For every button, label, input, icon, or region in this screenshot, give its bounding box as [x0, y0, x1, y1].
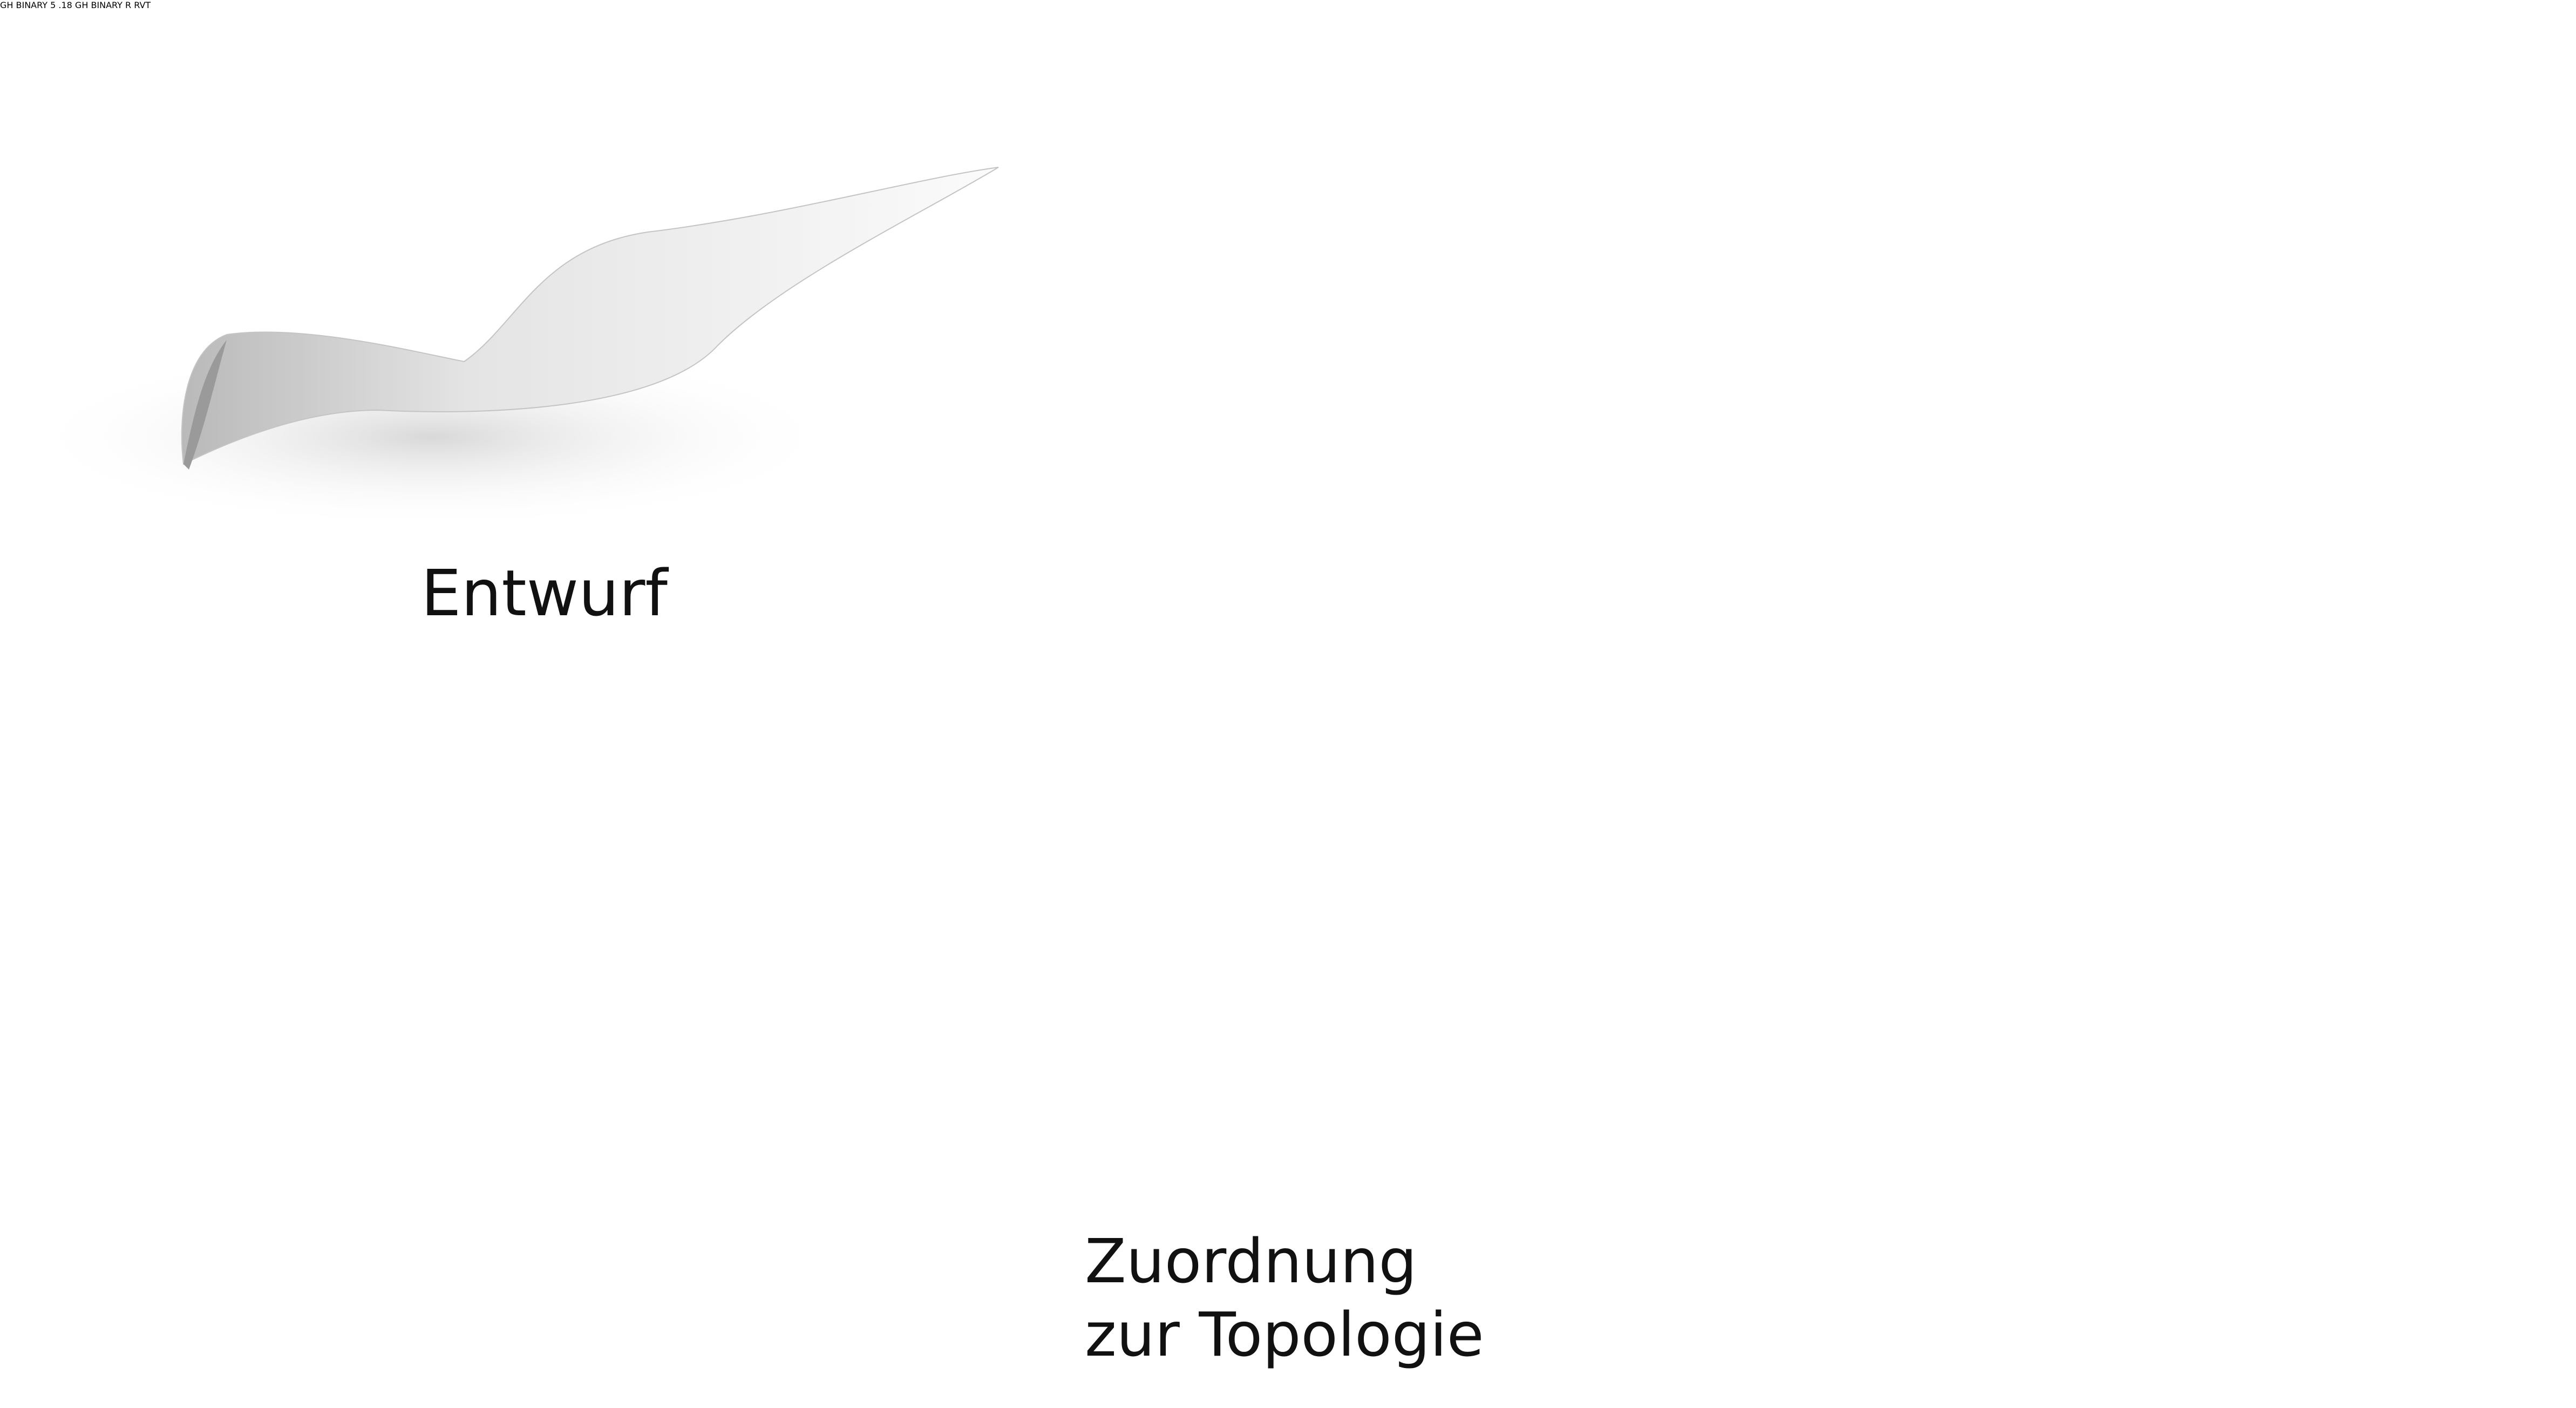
revit-file-icon: R RVT: [125, 0, 151, 10]
rfem-app-icon: 5 .18: [50, 0, 75, 10]
gh-file-caption: GH BINARY: [0, 0, 47, 10]
grasshopper-file-icon: GH BINARY: [75, 0, 125, 10]
rfem-version-minor: .18: [58, 0, 72, 10]
design-surface-model: [22, 167, 999, 529]
design-label: Entwurf: [421, 556, 668, 630]
rfem-version-major: 5: [50, 0, 56, 10]
revit-caption: RVT: [134, 0, 151, 10]
topology-mapping-label-line2: zur Topologie: [1085, 1300, 1484, 1370]
gh-file-caption: GH BINARY: [74, 0, 123, 10]
grasshopper-file-icon: GH BINARY: [0, 0, 50, 10]
revit-letter: R: [125, 0, 132, 10]
topology-mapping-label-line1: Zuordnung: [1085, 1227, 1417, 1297]
topology-mapping-label: Zuordnung zur Topologie: [1085, 1225, 1484, 1372]
